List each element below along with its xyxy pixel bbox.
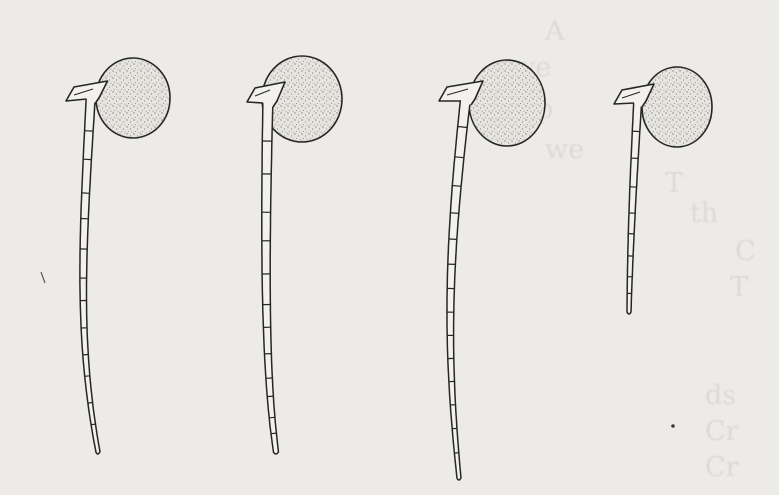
stray-dot — [671, 424, 675, 428]
seed-stipple — [643, 68, 711, 146]
stem-segment-mark — [85, 376, 90, 377]
seed-stipple — [97, 59, 169, 137]
seedling-1 — [66, 58, 170, 454]
stray-mark — [41, 272, 45, 283]
stem — [262, 97, 279, 454]
seedling-3 — [439, 60, 545, 480]
stem-segment-mark — [269, 417, 275, 418]
stem-segment-mark — [632, 131, 640, 132]
stem-segment-mark — [452, 186, 461, 187]
stem-segment-mark — [88, 403, 93, 404]
stem-segment-mark — [91, 424, 95, 425]
stem — [447, 94, 471, 480]
stem — [80, 93, 100, 454]
stem-segment-mark — [267, 396, 273, 397]
seed-stipple — [470, 61, 544, 145]
stem-segment-mark — [450, 213, 458, 214]
stem-segment-mark — [271, 433, 276, 434]
stem — [627, 97, 642, 314]
seedling-2 — [247, 56, 342, 454]
seedling-4 — [614, 67, 712, 314]
